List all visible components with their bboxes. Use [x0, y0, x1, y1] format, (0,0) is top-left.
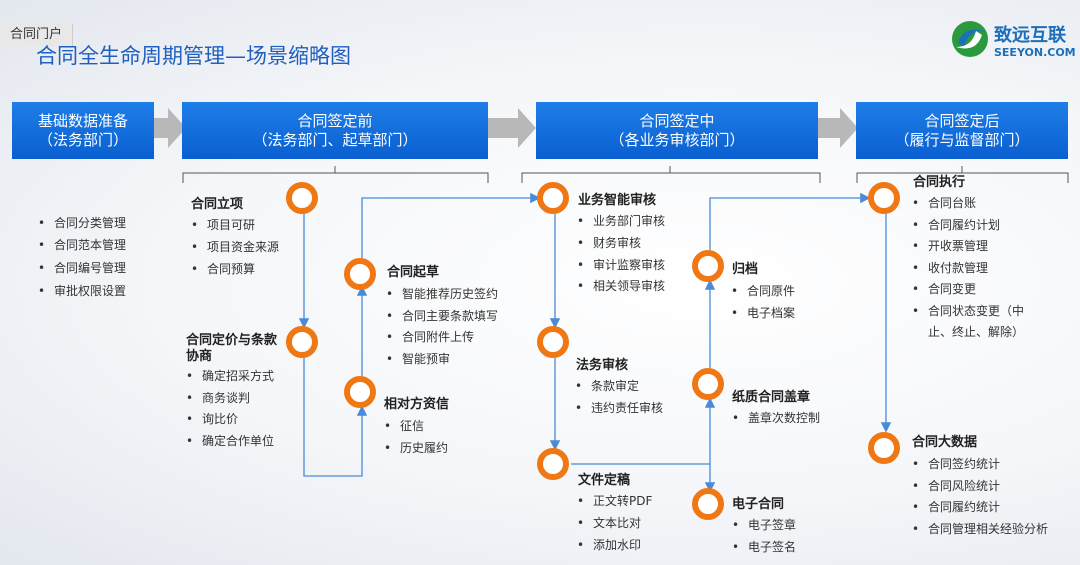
node-item: 智能推荐历史签约	[386, 287, 498, 302]
basic-item: 合同编号管理	[38, 261, 126, 276]
node-item: 项目可研	[191, 218, 255, 233]
node-item: 开收票管理	[912, 239, 988, 254]
node-item: 合同主要条款填写	[386, 309, 498, 324]
node-marker-fawu	[537, 326, 569, 358]
node-title-fawu: 法务审核	[576, 358, 629, 373]
logo-text-cn: 致远互联	[994, 25, 1066, 46]
node-item-continued: 止、终止、解除）	[928, 325, 1025, 339]
page-title: 合同全生命周期管理—场景缩略图	[36, 44, 351, 68]
node-title-zhineng: 业务智能审核	[578, 193, 657, 208]
stage-post-signing: 合同签定后（履行与监督部门）	[856, 102, 1068, 159]
node-item: 合同状态变更（中	[912, 304, 1024, 319]
node-marker-gaizhang	[692, 368, 724, 400]
node-item: 电子签名	[732, 540, 796, 555]
node-item: 违约责任审核	[575, 401, 663, 416]
stage-brackets	[182, 166, 1069, 183]
node-item: 确定合作单位	[186, 434, 274, 449]
logo-mark-icon	[952, 21, 988, 57]
node-title-dingjia: 合同定价与条款协商	[186, 333, 278, 364]
node-item: 业务部门审核	[577, 214, 665, 229]
node-marker-dingjia	[286, 326, 318, 358]
node-item: 条款审定	[575, 379, 639, 394]
node-item: 合同台账	[912, 196, 976, 211]
node-marker-dinggao	[537, 448, 569, 480]
node-marker-lixiang	[286, 182, 318, 214]
logo-text-en: SEEYON.COM	[994, 46, 1076, 59]
node-item: 确定招采方式	[186, 369, 274, 384]
seeyon-logo: 致远互联 SEEYON.COM	[950, 17, 1076, 67]
node-marker-zhineng	[537, 182, 569, 214]
node-item: 合同原件	[731, 284, 795, 299]
node-title-gaizhang: 纸质合同盖章	[732, 390, 811, 405]
node-item: 财务审核	[577, 236, 641, 251]
node-title-lixiang: 合同立项	[191, 197, 244, 212]
stage-pre-signing: 合同签定前（法务部门、起草部门）	[182, 102, 488, 159]
node-item: 电子签章	[732, 518, 796, 533]
node-marker-qicao	[344, 258, 376, 290]
basic-item: 合同分类管理	[38, 216, 126, 231]
node-item: 询比价	[186, 412, 238, 427]
node-title-qicao: 合同起草	[387, 265, 440, 280]
node-item: 合同附件上传	[386, 330, 474, 345]
node-marker-zhixing	[868, 182, 900, 214]
node-item: 合同管理相关经验分析	[912, 522, 1048, 537]
node-item: 相关领导审核	[577, 279, 665, 294]
node-title-dinggao: 文件定稿	[578, 473, 631, 488]
node-title-dashuju: 合同大数据	[912, 435, 978, 450]
basic-item: 审批权限设置	[38, 284, 126, 299]
node-title-zhixing: 合同执行	[913, 175, 966, 190]
node-item: 审计监察审核	[577, 258, 665, 273]
node-item: 合同变更	[912, 282, 976, 297]
node-item: 添加水印	[577, 538, 641, 553]
node-item: 合同签约统计	[912, 457, 1000, 472]
node-marker-guidang	[692, 250, 724, 282]
node-item: 智能预审	[386, 352, 450, 367]
node-item: 合同履约统计	[912, 500, 1000, 515]
node-item: 合同履约计划	[912, 218, 1000, 233]
node-item: 合同预算	[191, 262, 255, 277]
node-marker-dianzi	[692, 488, 724, 520]
node-title-dianzi: 电子合同	[732, 497, 785, 512]
node-marker-dashuju	[868, 432, 900, 464]
node-item: 收付款管理	[912, 261, 988, 276]
node-title-guidang: 归档	[732, 262, 759, 277]
node-item: 文本比对	[577, 516, 641, 531]
node-marker-zixin	[344, 376, 376, 408]
node-item: 商务谈判	[186, 391, 250, 406]
node-item: 项目资金来源	[191, 240, 279, 255]
node-item: 历史履约	[384, 441, 448, 456]
stage-signing: 合同签定中（各业务审核部门）	[536, 102, 818, 159]
node-item: 合同风险统计	[912, 479, 1000, 494]
node-title-zixin: 相对方资信	[384, 397, 450, 412]
tab-contract-portal[interactable]: 合同门户	[0, 24, 73, 46]
node-item: 电子档案	[731, 306, 795, 321]
node-item: 盖章次数控制	[732, 411, 820, 426]
basic-item: 合同范本管理	[38, 238, 126, 253]
node-item: 征信	[384, 419, 424, 434]
stage-basic-data: 基础数据准备（法务部门）	[12, 102, 154, 159]
node-item: 正文转PDF	[577, 494, 652, 509]
stage-arrows	[154, 108, 858, 148]
